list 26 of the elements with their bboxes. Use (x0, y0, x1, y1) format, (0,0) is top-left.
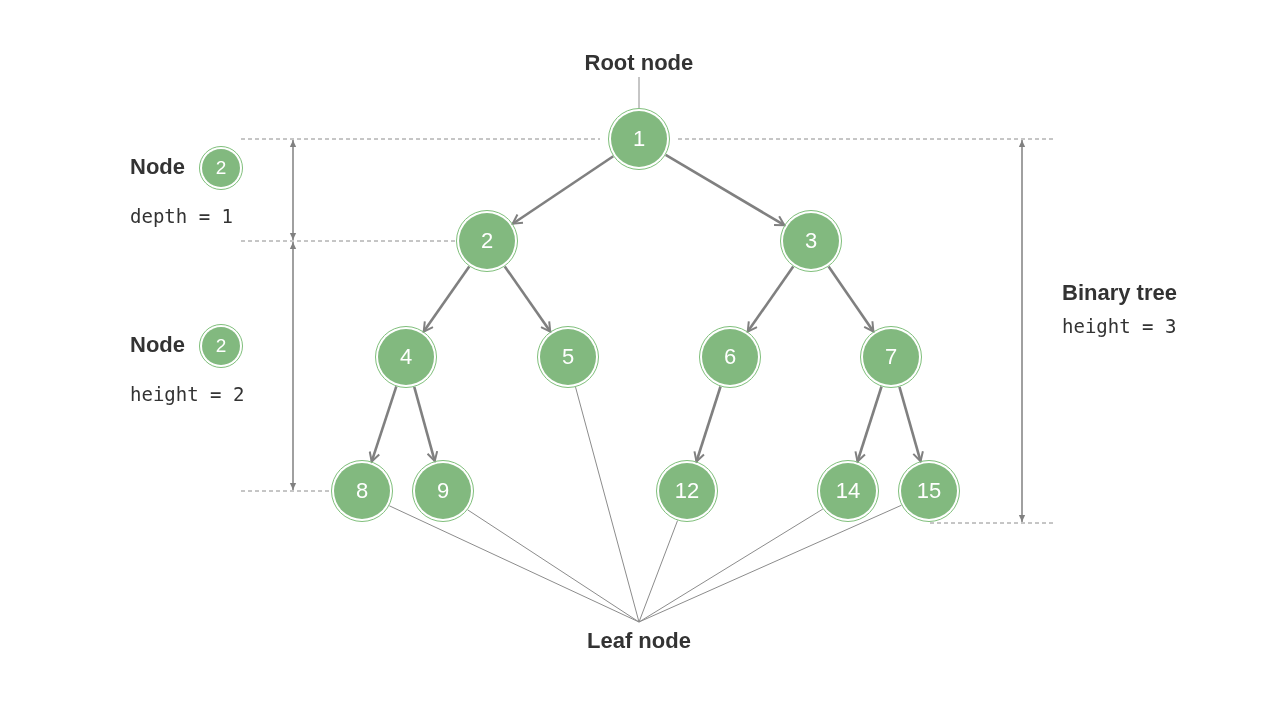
measure-text: depth = 1 (130, 205, 233, 227)
leader-line (575, 386, 640, 623)
node-caption: Root node (584, 50, 694, 76)
arrow (898, 386, 924, 463)
arrow (827, 265, 875, 333)
measure-text: height = 2 (130, 383, 245, 405)
measure-text: height = 3 (1062, 315, 1177, 337)
arrow (854, 386, 883, 463)
arrow (368, 386, 398, 463)
leader-line (638, 504, 902, 623)
node-caption: Leaf node (587, 628, 691, 654)
leader-line (638, 520, 679, 623)
node-caption: Node (130, 332, 185, 358)
leader-line (388, 505, 640, 623)
arrow (746, 265, 795, 333)
node-caption: Node (130, 154, 185, 180)
leader-line (638, 76, 640, 109)
leader-line (638, 508, 824, 623)
arrow (693, 386, 722, 463)
leader-line (467, 509, 640, 623)
arrow (413, 386, 439, 463)
arrow (511, 155, 614, 225)
caption-text: Binary tree (1062, 280, 1177, 306)
arrow (422, 265, 471, 333)
arrow (503, 265, 552, 333)
arrow (665, 153, 786, 227)
